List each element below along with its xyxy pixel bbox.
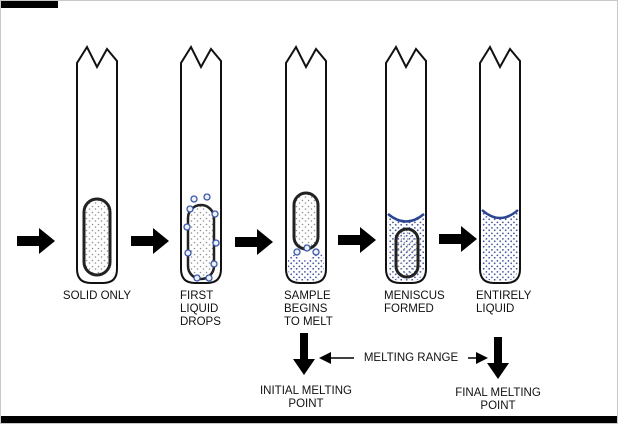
label-final-melting-point: FINAL MELTING POINT	[438, 387, 558, 413]
right-arrow-icon	[338, 227, 376, 253]
down-arrow-final-icon	[487, 337, 509, 379]
label-first-liquid-drops: FIRST LIQUID DROPS	[180, 290, 221, 329]
meniscus-line	[481, 209, 519, 220]
label-line: INITIAL MELTING	[259, 385, 352, 397]
label-line: POINT	[480, 400, 516, 412]
solid-sample-plug	[292, 191, 320, 251]
solid-sample-plug	[394, 227, 420, 279]
liquid-droplets	[293, 244, 320, 256]
liquid-fill	[482, 211, 518, 281]
label-line: FINAL MELTING	[455, 387, 541, 399]
label-line: MENISCUS	[384, 290, 445, 302]
label-line: LIQUID	[180, 303, 219, 315]
right-arrowhead-icon	[476, 352, 488, 364]
label-line: DROPS	[180, 316, 221, 328]
right-arrow-icon	[17, 228, 55, 254]
liquid-droplets	[183, 193, 220, 282]
tube-stage-entirely-liquid	[479, 44, 521, 284]
label-line: ENTIRELY	[476, 290, 532, 302]
label-line: LIQUID	[476, 303, 515, 315]
tube-stage-sample-begins-to-melt	[285, 44, 327, 284]
tube-stage-solid-only	[76, 44, 118, 284]
solid-sample-plug	[186, 203, 216, 281]
right-arrow-icon	[439, 226, 477, 252]
melting-range-arrows	[319, 352, 488, 364]
label-line: SOLID ONLY	[62, 290, 132, 302]
tube-stage-first-liquid-drops	[180, 44, 222, 284]
right-arrow-icon	[131, 228, 169, 254]
liquid-pool	[288, 252, 324, 281]
bottom-black-bar	[1, 416, 617, 423]
label-entirely-liquid: ENTIRELY LIQUID	[476, 290, 531, 316]
top-left-black-bar	[1, 1, 58, 8]
label-line: TO MELT	[284, 316, 333, 328]
label-initial-melting-point: INITIAL MELTING POINT	[246, 385, 366, 411]
solid-sample-plug	[82, 197, 112, 277]
label-line: FORMED	[384, 303, 434, 315]
meniscus-line	[387, 213, 425, 223]
label-meniscus-formed: MENISCUS FORMED	[384, 290, 445, 316]
label-line: BEGINS	[284, 303, 328, 315]
down-arrow-initial-icon	[293, 333, 315, 375]
label-line: POINT	[288, 398, 324, 410]
left-arrowhead-icon	[319, 352, 331, 364]
label-line: FIRST	[180, 290, 214, 302]
label-line: SAMPLE	[284, 290, 331, 302]
label-melting-range: MELTING RANGE	[356, 352, 466, 365]
right-arrow-icon	[235, 229, 273, 255]
label-solid-only: SOLID ONLY	[47, 290, 147, 303]
label-line: MELTING RANGE	[363, 352, 459, 364]
label-sample-begins-to-melt: SAMPLE BEGINS TO MELT	[284, 290, 333, 329]
tube-stage-meniscus-formed	[385, 44, 427, 284]
